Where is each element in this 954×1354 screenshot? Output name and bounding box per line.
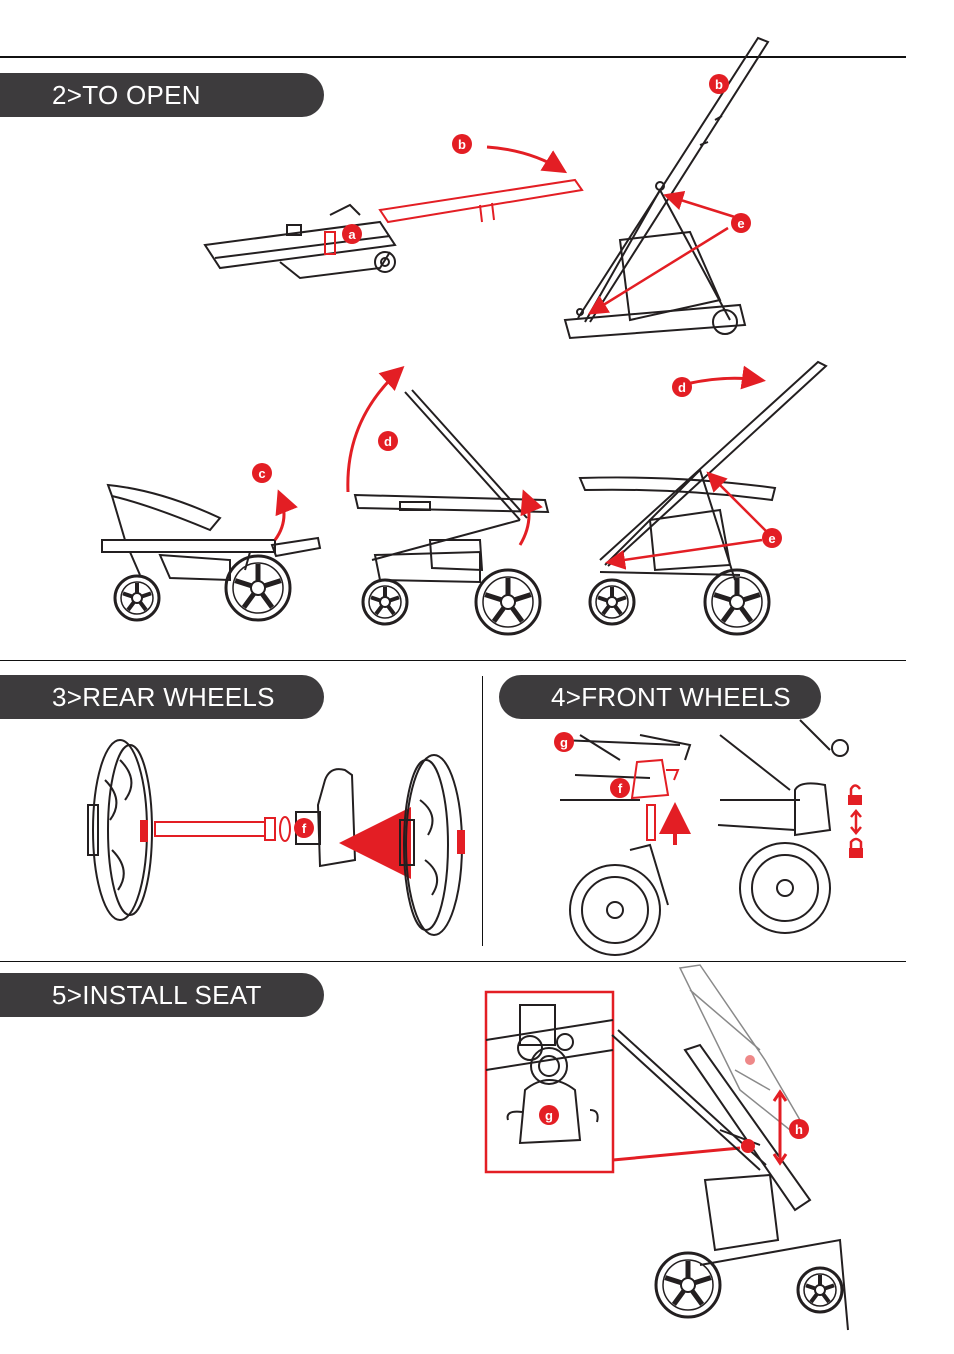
unlock-icon [848, 784, 862, 805]
label-h: h [789, 1119, 809, 1139]
rear-wheel-left-illustration [87, 739, 153, 921]
arrow-icon [706, 471, 769, 534]
section-title-front-wheels: 4>FRONT WHEELS [499, 675, 821, 719]
label-a: a [342, 224, 362, 244]
label-f-2: f [610, 778, 630, 798]
label-d-2: d [672, 377, 692, 397]
svg-text:h: h [795, 1122, 803, 1137]
label-e-2: e [762, 528, 782, 548]
arrow-icon [685, 365, 766, 390]
svg-text:g: g [545, 1108, 553, 1123]
seat-ghost-illustration [678, 964, 801, 1132]
axle-socket [140, 820, 148, 842]
rear-axle-illustration [154, 816, 291, 842]
top-rule [0, 56, 906, 58]
label-c: c [252, 463, 272, 483]
svg-text:e: e [737, 216, 744, 231]
arrow-icon [486, 145, 568, 174]
svg-text:f: f [618, 781, 623, 796]
axle-socket [457, 830, 465, 854]
svg-text:a: a [348, 227, 356, 242]
section-title-install-seat: 5>INSTALL SEAT [0, 973, 324, 1017]
svg-text:d: d [384, 434, 392, 449]
svg-text:c: c [258, 466, 265, 481]
front-caster-red-illustration [630, 758, 680, 841]
divider-rule-1 [0, 660, 906, 661]
up-down-arrow-icon [772, 1089, 788, 1166]
seat-connector-point [741, 1139, 755, 1153]
label-b-1: b [452, 134, 472, 154]
arrow-icon [605, 538, 763, 570]
divider-rule-2 [0, 961, 906, 962]
arrow-icon [346, 365, 405, 493]
label-b-2: b [709, 74, 729, 94]
stroller-step-e-illustration [578, 360, 828, 581]
label-d-1: d [378, 431, 398, 451]
label-g-1: g [554, 732, 574, 752]
arrow-icon [518, 489, 543, 546]
stroller-step-d-illustration [353, 389, 550, 584]
vertical-divider [482, 676, 483, 946]
label-e-1: e [731, 213, 751, 233]
handlebar-red-illustration [324, 178, 584, 255]
callout-connector-line [612, 1146, 741, 1162]
rear-wheel-right-illustration [399, 754, 463, 936]
lock-icon [849, 837, 863, 858]
rear-axle-housing-illustration [295, 768, 357, 868]
stroller-step-c-illustration [101, 483, 322, 582]
front-wheel-left-illustration [559, 734, 692, 956]
front-wheel-right-illustration [717, 719, 849, 934]
arrow-icon [663, 190, 739, 220]
label-f-1: f [294, 818, 314, 838]
seat-connector-detail-illustration [485, 1004, 614, 1145]
section-title-rear-wheels: 3>REAR WHEELS [0, 675, 324, 719]
svg-text:b: b [458, 137, 466, 152]
arrow-icon [587, 226, 729, 315]
svg-text:f: f [302, 821, 307, 836]
svg-text:e: e [768, 531, 775, 546]
seat-ghost-connector [745, 1055, 755, 1065]
up-down-arrow-icon [850, 809, 862, 835]
arrow-icon [273, 489, 298, 541]
stroller-install-seat-illustration [611, 1029, 849, 1331]
svg-text:b: b [715, 77, 723, 92]
folded-frame-illustration [203, 203, 397, 280]
upright-frame-illustration [563, 36, 770, 340]
detail-callout-box [484, 990, 615, 1174]
section-title-open: 2>TO OPEN [0, 73, 324, 117]
svg-text:d: d [678, 380, 686, 395]
svg-text:g: g [560, 735, 568, 750]
label-g-2: g [539, 1105, 559, 1125]
